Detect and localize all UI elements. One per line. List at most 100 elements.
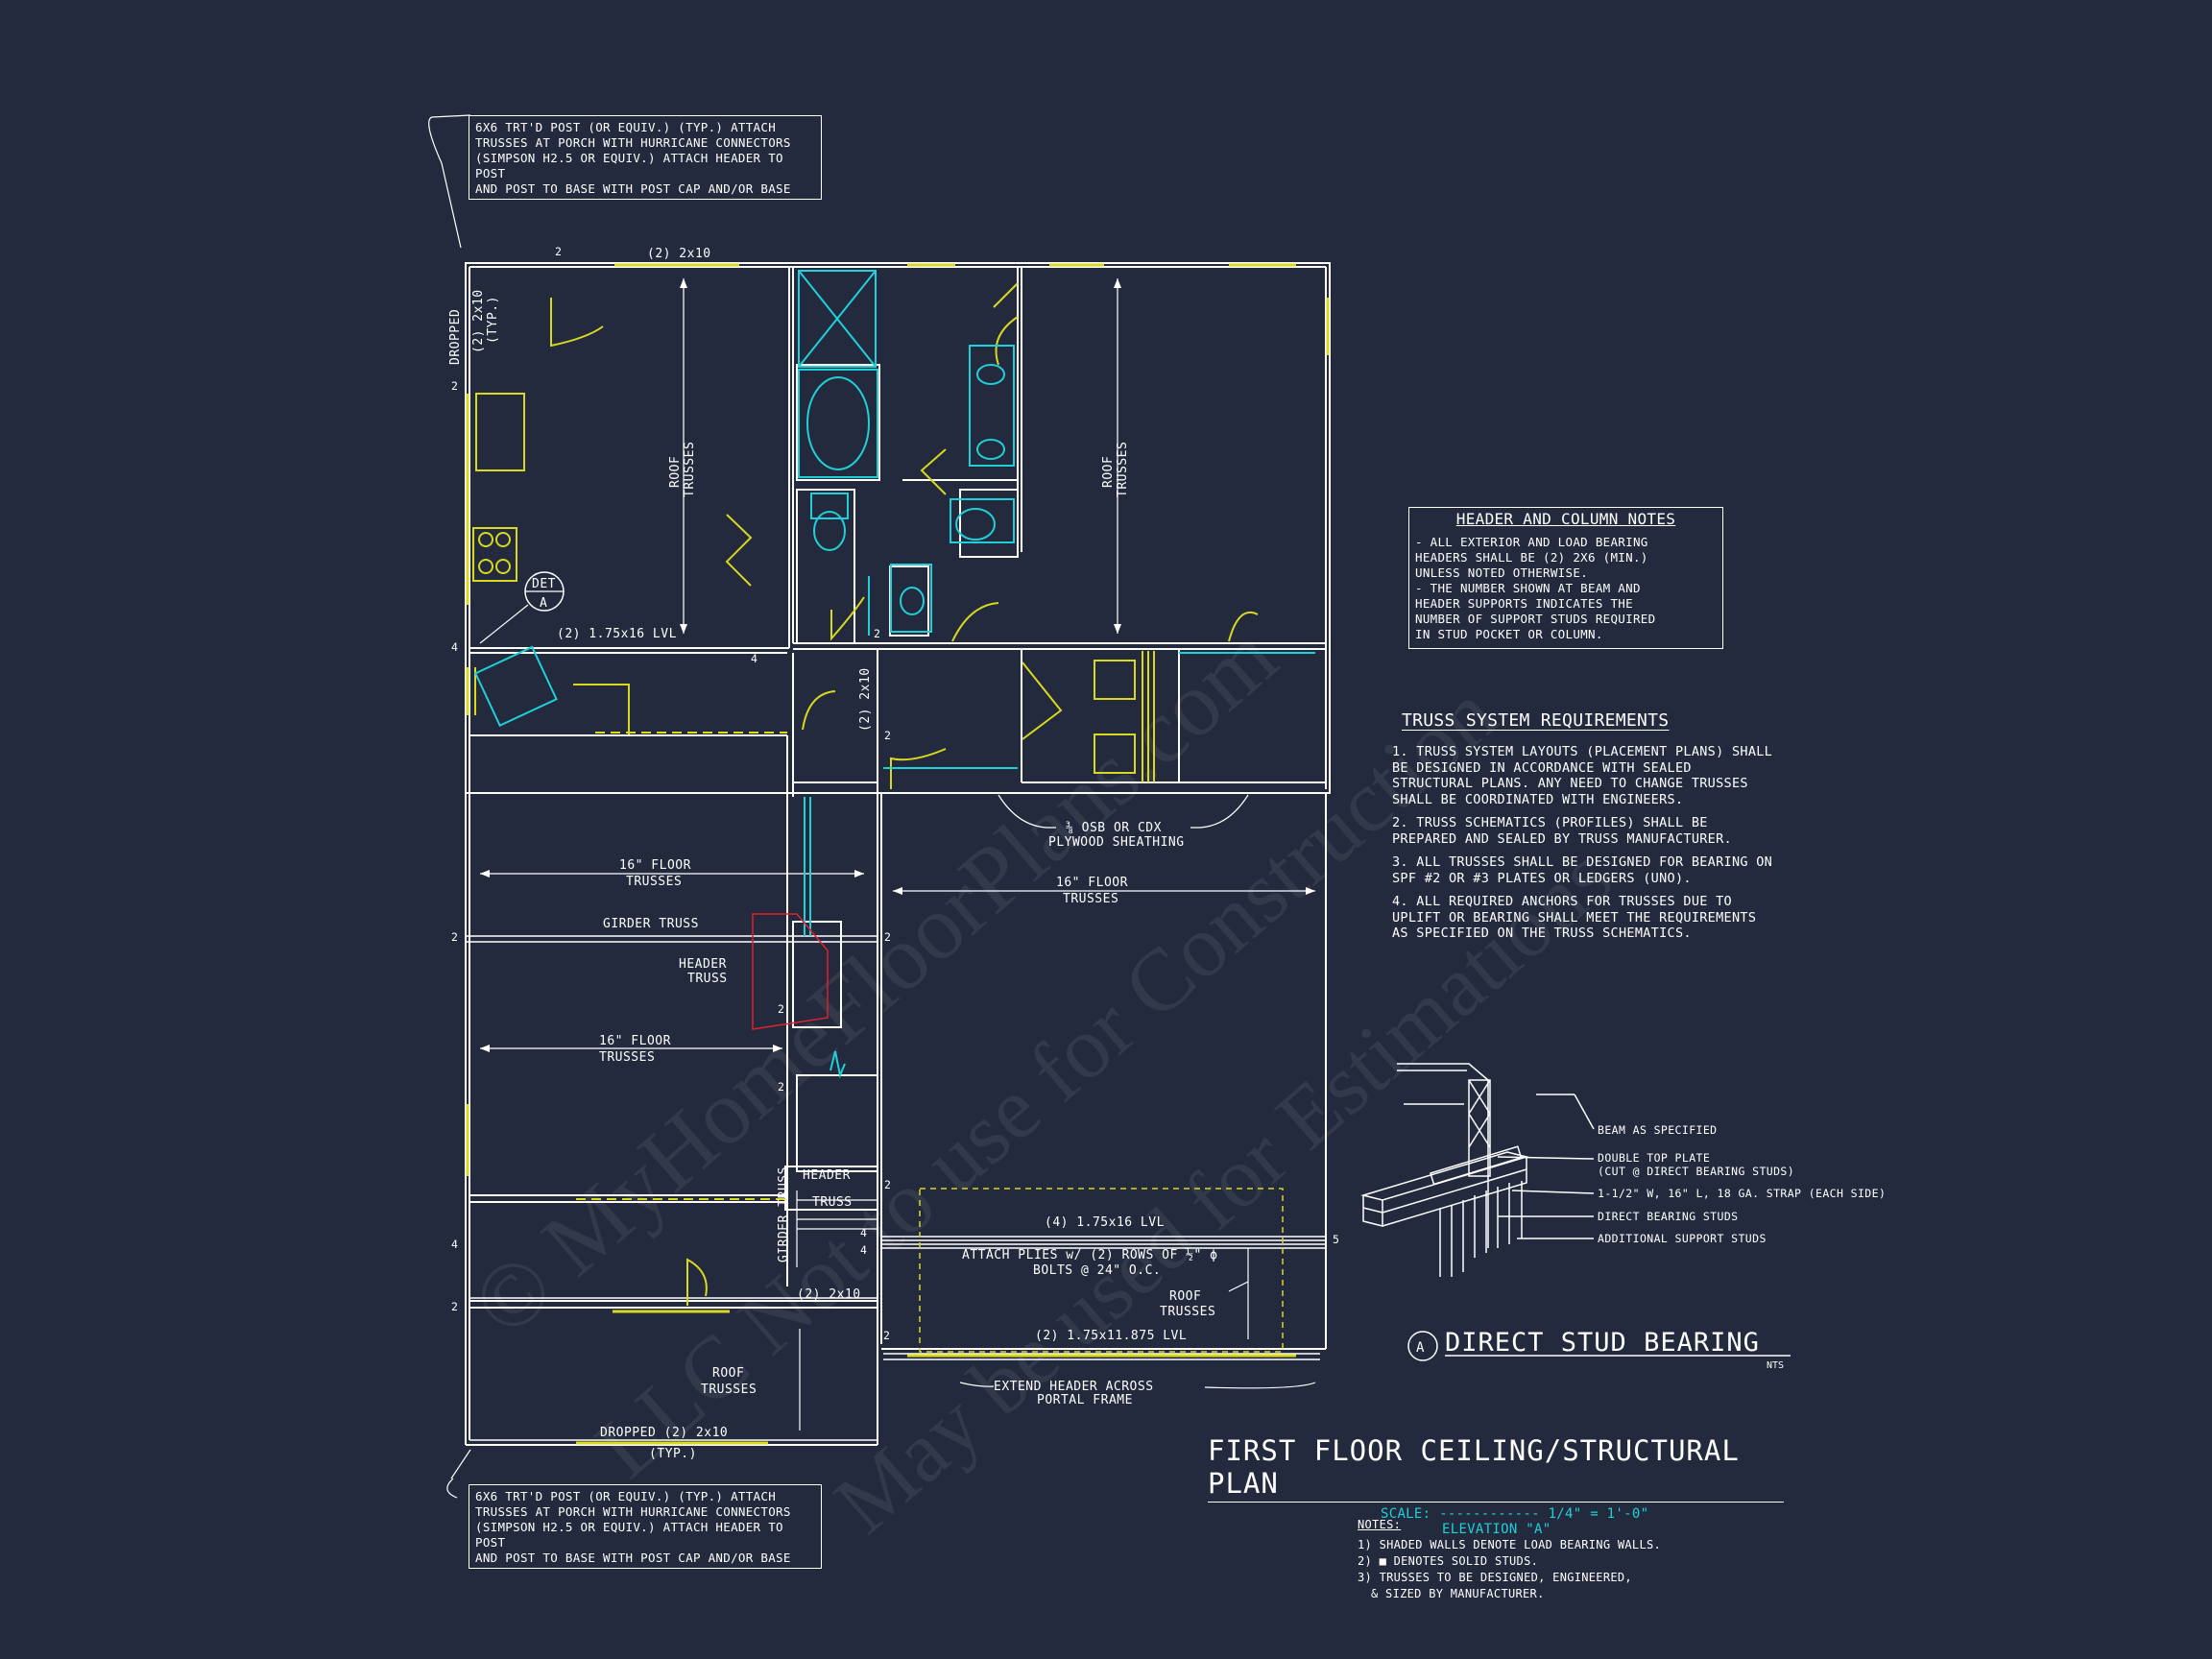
- header-truss-2a: HEADER: [803, 1168, 851, 1183]
- typ-2x10-label: (2) 2x10: [471, 289, 486, 353]
- osb-label-2: PLYWOOD SHEATHING: [1048, 835, 1185, 850]
- stud-count: 2: [884, 1178, 891, 1191]
- callout-line: AND POST TO BASE WITH POST CAP AND/OR BA…: [475, 181, 791, 196]
- notes-heading: NOTES:: [1358, 1518, 1402, 1531]
- roof-trusses-b-1: ROOF: [1101, 456, 1116, 488]
- header-2x10-vertical: (2) 2x10: [858, 667, 873, 732]
- stud-count: 2: [778, 1080, 784, 1094]
- callout-line: 6x6 TRT'D POST (OR EQUIV.) (TYP.) ATTACH: [475, 1489, 777, 1503]
- callout-line: 6x6 TRT'D POST (OR EQUIV.) (TYP.) ATTACH: [475, 120, 777, 134]
- header-truss-1a: HEADER: [679, 957, 727, 972]
- scale-label: SCALE:: [1381, 1506, 1431, 1522]
- attach-plies-2: BOLTS @ 24" O.C.: [1033, 1263, 1161, 1278]
- extend-header-1: EXTEND HEADER ACROSS: [994, 1380, 1154, 1394]
- stud-count: 4: [860, 1226, 867, 1239]
- typ-bottom-label: (TYP.): [649, 1447, 697, 1461]
- vanity: [969, 345, 1015, 467]
- roof-trusses-c2: TRUSSES: [1160, 1305, 1215, 1319]
- stud-count: 2: [451, 379, 458, 393]
- girder-truss-label: GIRDER TRUSS: [603, 917, 699, 931]
- detail-label-additional-studs: ADDITIONAL SUPPORT STUDS: [1598, 1232, 1767, 1245]
- stud-count: 4: [451, 1238, 458, 1251]
- truss-requirement-item: 4. ALL REQUIRED ANCHORS FOR TRUSSES DUE …: [1392, 894, 1757, 941]
- callout-line: AND POST TO BASE WITH POST CAP AND/OR BA…: [475, 1551, 791, 1565]
- header-truss-2b: TRUSS: [812, 1195, 853, 1210]
- floor-trusses-1a: 16" FLOOR: [619, 858, 691, 873]
- detail-label-plate: DOUBLE TOP PLATE: [1598, 1151, 1710, 1165]
- note-line: 2) ■ DENOTES SOLID STUDS.: [1358, 1554, 1539, 1568]
- floor-trusses-2b: TRUSSES: [1063, 892, 1118, 906]
- detail-label-strap: 1-1/2" W, 16" L, 18 GA. STRAP (EACH SIDE…: [1598, 1187, 1886, 1200]
- truss-requirements: TRUSS SYSTEM REQUIREMENTS 1. TRUSS SYSTE…: [1392, 710, 1776, 950]
- callout-line: TRUSSES AT PORCH WITH HURRICANE CONNECTO…: [475, 135, 791, 150]
- header-truss-1b: TRUSS: [687, 972, 728, 986]
- note-line: IN STUD POCKET OR COLUMN.: [1415, 627, 1603, 641]
- callout-line: (SIMPSON H2.5 OR EQUIV.) ATTACH HEADER T…: [475, 151, 783, 180]
- stair: [796, 1074, 878, 1172]
- porch-callout-top: 6x6 TRT'D POST (OR EQUIV.) (TYP.) ATTACH…: [469, 115, 822, 200]
- attach-plies-1: ATTACH PLIES w/ (2) ROWS OF ½" ϕ: [962, 1248, 1217, 1262]
- callout-line: TRUSSES AT PORCH WITH HURRICANE CONNECTO…: [475, 1504, 791, 1519]
- floor-trusses-3a: 16" FLOOR: [599, 1034, 671, 1048]
- roof-trusses-a-1: ROOF: [668, 456, 683, 488]
- roof-trusses-c1: ROOF: [1169, 1289, 1201, 1304]
- note-line: NUMBER OF SUPPORT STUDS REQUIRED: [1415, 612, 1656, 626]
- truss-requirements-title: TRUSS SYSTEM REQUIREMENTS: [1402, 710, 1670, 731]
- stud-count: 4: [451, 640, 458, 654]
- stud-count: 2: [874, 627, 880, 640]
- note-line: 3) TRUSSES TO BE DESIGNED, ENGINEERED,: [1358, 1571, 1632, 1584]
- top-header-label: (2) 2x10: [647, 247, 711, 261]
- note-line: 1) SHADED WALLS DENOTE LOAD BEARING WALL…: [1358, 1538, 1662, 1551]
- title-block: FIRST FLOOR CEILING/STRUCTURAL PLAN SCAL…: [1208, 1434, 1784, 1537]
- roof-trusses-b-2: TRUSSES: [1116, 442, 1130, 497]
- roof-trusses-d2: TRUSSES: [701, 1382, 757, 1397]
- det-a-label: A: [540, 596, 547, 611]
- detail-title: DIRECT STUD BEARING: [1445, 1328, 1760, 1358]
- bathtub: [798, 369, 878, 478]
- stud-count: 2: [451, 1300, 458, 1313]
- dropped-label: DROPPED: [448, 309, 463, 365]
- floor-trusses-2a: 16" FLOOR: [1056, 876, 1128, 890]
- lvl-4-label: (4) 1.75x16 LVL: [1045, 1215, 1165, 1230]
- header-column-notes-title: HEADER AND COLUMN NOTES: [1455, 510, 1676, 528]
- stud-bearing-detail: [1360, 1063, 1791, 1361]
- detail-label-plate-cut: (CUT @ DIRECT BEARING STUDS): [1598, 1165, 1794, 1178]
- stud-count: 5: [1333, 1233, 1339, 1246]
- truss-requirement-item: 3. ALL TRUSSES SHALL BE DESIGNED FOR BEA…: [1392, 854, 1773, 886]
- typ-label: (TYP.): [486, 296, 500, 344]
- note-line: - THE NUMBER SHOWN AT BEAM AND: [1415, 581, 1641, 595]
- elevation-label: ELEVATION "A": [1442, 1522, 1551, 1537]
- stud-count: 4: [860, 1243, 867, 1257]
- kitchen-sink: [473, 645, 558, 728]
- stud-count: 2: [884, 729, 891, 742]
- stud-count: 2: [555, 245, 562, 258]
- truss-requirement-item: 1. TRUSS SYSTEM LAYOUTS (PLACEMENT PLANS…: [1392, 744, 1773, 807]
- roof-trusses-d1: ROOF: [712, 1366, 744, 1381]
- note-line: UNLESS NOTED OTHERWISE.: [1415, 565, 1588, 580]
- porch-roof-area: [919, 1188, 1284, 1353]
- scale-value: ------------ 1/4" = 1'-0": [1439, 1506, 1649, 1522]
- stud-count: 2: [778, 1002, 784, 1016]
- note-line: & SIZED BY MANUFACTURER.: [1371, 1587, 1545, 1600]
- stud-count: 2: [884, 930, 891, 944]
- floor-trusses-1b: TRUSSES: [626, 875, 682, 889]
- det-label: DET: [532, 577, 556, 591]
- exterior-wall-upper: [465, 262, 1331, 794]
- stud-count: 2: [883, 1329, 890, 1342]
- callout-line: (SIMPSON H2.5 OR EQUIV.) ATTACH HEADER T…: [475, 1520, 783, 1550]
- header-2x10-low: (2) 2x10: [797, 1287, 861, 1302]
- stud-count: 2: [451, 930, 458, 944]
- header-column-notes: HEADER AND COLUMN NOTES - ALL EXTERIOR A…: [1408, 507, 1723, 649]
- lvl-mid-label: (2) 1.75x16 LVL: [557, 627, 677, 641]
- truss-requirement-item: 2. TRUSS SCHEMATICS (PROFILES) SHALL BE …: [1392, 815, 1732, 847]
- note-line: HEADER SUPPORTS INDICATES THE: [1415, 596, 1633, 611]
- general-notes: NOTES: 1) SHADED WALLS DENOTE LOAD BEARI…: [1358, 1517, 1761, 1602]
- detail-marker: A: [1416, 1340, 1425, 1356]
- osb-label-1: ⅜ OSB OR CDX: [1066, 821, 1162, 835]
- note-line: - ALL EXTERIOR AND LOAD BEARING: [1415, 535, 1648, 549]
- detail-label-direct-studs: DIRECT BEARING STUDS: [1598, 1210, 1738, 1223]
- note-line: HEADERS SHALL BE (2) 2x6 (MIN.): [1415, 550, 1648, 565]
- shower: [798, 270, 877, 368]
- porch-callout-bottom: 6x6 TRT'D POST (OR EQUIV.) (TYP.) ATTACH…: [469, 1484, 822, 1569]
